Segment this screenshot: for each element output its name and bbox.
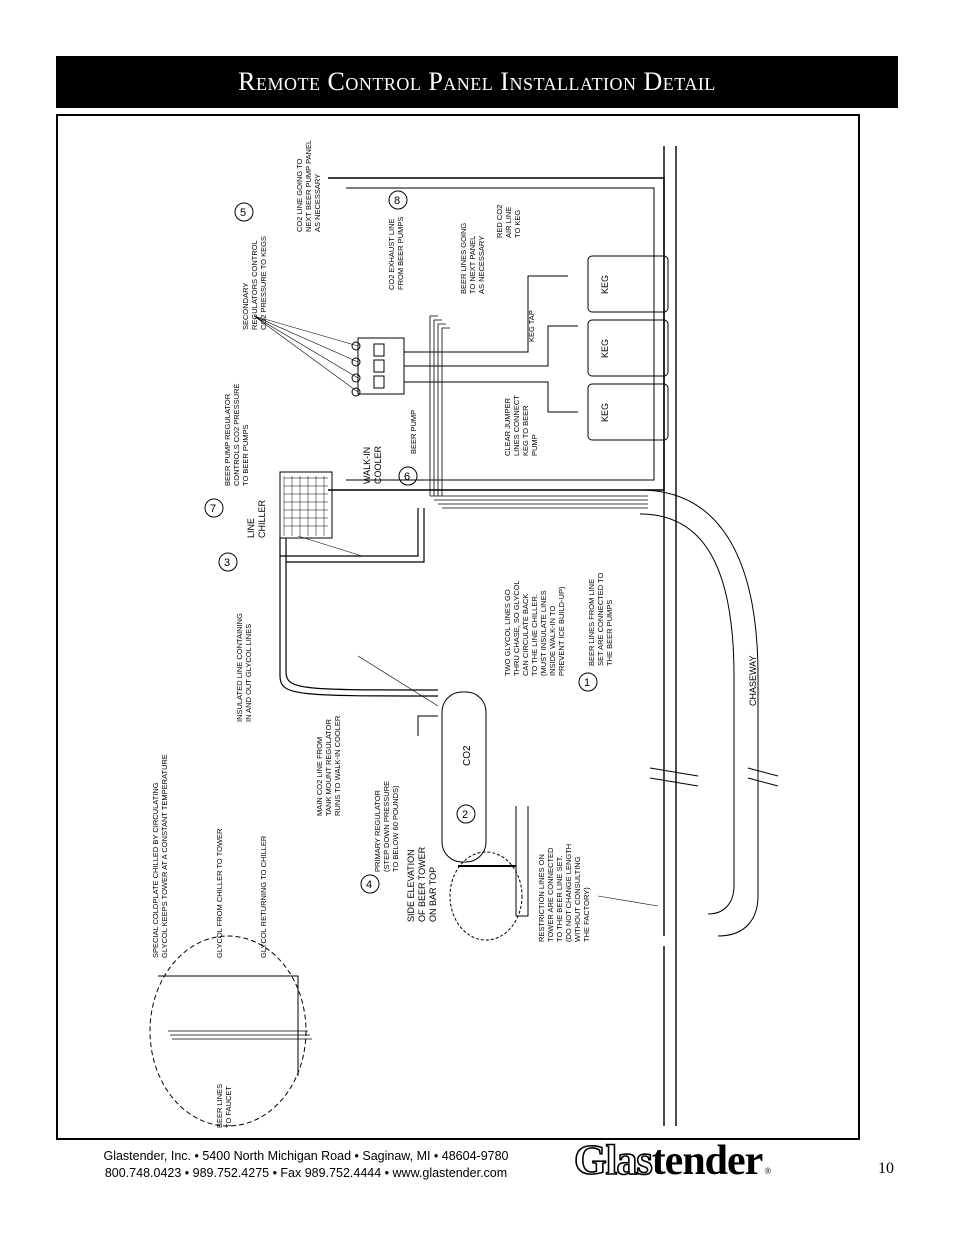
callout-8: 8 xyxy=(394,195,400,207)
label-red-co2-3: TO KEG xyxy=(513,210,522,238)
label-insulated-line-2: IN AND OUT GLYCOL LINES xyxy=(244,624,253,722)
label-beer-pump-regulator-1: BEER PUMP REGULATOR xyxy=(223,393,232,486)
label-special-coldplate-1: SPECIAL COLDPLATE CHILLED BY CIRCULATING xyxy=(151,782,160,958)
label-two-glycol-7: PREVENT ICE BUILD-UP) xyxy=(557,586,566,676)
registered-mark: ® xyxy=(764,1166,771,1176)
label-primary-regulator-2: (STEP DOWN PRESSURE xyxy=(382,781,391,872)
label-insulated-line-1: INSULATED LINE CONTAINING xyxy=(235,613,244,722)
label-beer-pump: BEER PUMP xyxy=(409,410,418,454)
label-special-coldplate-2: GLYCOL KEEPS TOWER AT A CONSTANT TEMPERA… xyxy=(160,754,169,958)
label-two-glycol-1: TWO GLYCOL LINES GO xyxy=(503,589,512,676)
logo-solid-text: tender xyxy=(651,1138,764,1184)
label-co2-exhaust-1: CO2 EXHAUST LINE xyxy=(387,218,396,290)
label-primary-regulator-1: PRIMARY REGULATOR xyxy=(373,789,382,872)
keg-2 xyxy=(587,319,669,377)
label-primary-regulator-3: TO BELOW 60 POUNDS) xyxy=(391,785,400,872)
keg-1 xyxy=(587,255,669,313)
label-clear-jumper-4: PUMP xyxy=(530,434,539,456)
label-beer-lines-next-3: AS NECESSARY xyxy=(477,236,486,294)
callout-5: 5 xyxy=(240,207,246,219)
callout-4: 4 xyxy=(366,879,372,891)
label-beer-lines-set-1: BEER LINES FROM LINE xyxy=(587,579,596,666)
label-clear-jumper-1: CLEAR JUMPER xyxy=(503,397,512,456)
label-beer-pump-regulator-3: TO BEER PUMPS xyxy=(241,424,250,486)
callout-3: 3 xyxy=(224,557,230,569)
footer-address: Glastender, Inc. • 5400 North Michigan R… xyxy=(103,1149,509,1163)
label-restriction-1: RESTRICTION LINES ON xyxy=(537,854,546,942)
co2-tank xyxy=(441,691,487,863)
label-secondary-3: CO2 PRESSURE TO KEGS xyxy=(259,236,268,330)
footer-contact: Glastender, Inc. • 5400 North Michigan R… xyxy=(56,1148,556,1182)
label-glycol-from-chiller: GLYCOL FROM CHILLER TO TOWER xyxy=(215,828,224,958)
label-main-co2-1: MAIN CO2 LINE FROM xyxy=(315,737,324,816)
line-chiller xyxy=(279,471,333,539)
label-secondary-2: REGULATORS CONTROL xyxy=(250,240,259,330)
label-restriction-3: TO THE BEER LINE SET. xyxy=(555,856,564,942)
label-restriction-6: THE FACTORY) xyxy=(582,887,591,942)
footer-phone: 800.748.0423 • 989.752.4275 • Fax 989.75… xyxy=(104,1166,508,1180)
label-co2-next-panel-3: AS NECESSARY xyxy=(313,174,322,232)
label-two-glycol-2: THRU CHASE, SO GLYCOL xyxy=(512,580,521,676)
label-keg-1: KEG xyxy=(600,275,610,294)
label-red-co2-2: AIR LINE xyxy=(504,207,513,238)
callout-6: 6 xyxy=(404,471,410,483)
label-main-co2-3: RUNS TO WALK-IN COOLER xyxy=(333,715,342,816)
label-side-elevation-1: SIDE ELEVATION xyxy=(406,849,416,922)
label-clear-jumper-2: LINES CONNECT xyxy=(512,395,521,456)
label-walk-in-1: WALK-IN xyxy=(362,447,372,484)
label-walk-in-2: COOLER xyxy=(373,445,383,484)
keg-3 xyxy=(587,383,669,441)
label-co2: CO2 xyxy=(462,745,473,766)
chaseway-inner xyxy=(639,513,735,915)
callout-2: 2 xyxy=(462,809,468,821)
callout-7: 7 xyxy=(210,503,216,515)
label-clear-jumper-3: KEG TO BEER xyxy=(521,405,530,456)
label-two-glycol-4: TO THE LINE CHILLER. xyxy=(530,594,539,676)
page-number: 10 xyxy=(878,1160,894,1177)
label-beer-pump-regulator-2: CONTROLS CO2 PRESSURE xyxy=(232,383,241,486)
label-restriction-2: TOWER ARE CONNECTED xyxy=(546,847,555,942)
label-secondary-1: SECONDARY xyxy=(241,283,250,330)
label-beer-lines-faucet-2: TO FAUCET xyxy=(224,1086,233,1128)
label-co2-exhaust-2: FROM BEER PUMPS xyxy=(396,217,405,290)
label-keg-2: KEG xyxy=(600,339,610,358)
label-side-elevation-3: ON BAR TOP xyxy=(428,867,438,922)
page-title: Remote Control Panel Installation Detail xyxy=(238,67,716,96)
label-red-co2-1: RED CO2 xyxy=(495,205,504,238)
label-keg-tap: KEG TAP xyxy=(527,310,536,342)
diagram-svg: 1 2 3 4 5 6 7 8 SPECIAL COLDPLATE CHILLE… xyxy=(149,140,779,1128)
label-side-elevation-2: OF BEER TOWER xyxy=(417,846,427,922)
label-two-glycol-3: CAN CIRCULATE BACK xyxy=(521,594,530,676)
label-co2-next-panel-2: NEXT BEER PUMP PANEL xyxy=(304,140,313,232)
pump-panel xyxy=(357,337,405,395)
label-chaseway: CHASEWAY xyxy=(748,655,758,706)
label-two-glycol-5: (MUST INSULATE LINES xyxy=(539,590,548,676)
label-beer-lines-faucet-1: BEER LINES xyxy=(215,1084,224,1128)
label-main-co2-2: TANK MOUNT REGULATOR xyxy=(324,718,333,816)
label-line-chiller-2: CHILLER xyxy=(257,499,267,538)
label-keg-3: KEG xyxy=(600,403,610,422)
label-two-glycol-6: INSIDE WALK-IN TO xyxy=(548,606,557,676)
cooler-inner-wall xyxy=(346,187,655,481)
callout-1: 1 xyxy=(584,677,590,689)
label-beer-lines-next-2: TO NEXT PANEL xyxy=(468,236,477,294)
label-beer-lines-next-1: BEER LINES GOING xyxy=(459,223,468,294)
label-co2-next-panel-1: CO2 LINE GOING TO xyxy=(295,158,304,232)
title-bar: Remote Control Panel Installation Detail xyxy=(56,56,898,108)
label-beer-lines-set-2: SET ARE CONNECTED TO xyxy=(596,572,605,666)
logo-outline-text: Glas xyxy=(573,1137,653,1185)
glastender-logo: Glastender® xyxy=(573,1137,771,1185)
label-restriction-5: WITHOUT CONSULTING xyxy=(573,856,582,942)
label-glycol-returning: GLYCOL RETURNING TO CHILLER xyxy=(259,835,268,958)
label-beer-lines-set-3: THE BEER PUMPS xyxy=(605,600,614,666)
installation-diagram: 1 2 3 4 5 6 7 8 SPECIAL COLDPLATE CHILLE… xyxy=(56,114,860,1140)
chaseway-outer xyxy=(639,489,759,937)
label-restriction-4: (DO NOT CHANGE LENGTH xyxy=(564,844,573,942)
label-line-chiller-1: LINE xyxy=(246,518,256,538)
